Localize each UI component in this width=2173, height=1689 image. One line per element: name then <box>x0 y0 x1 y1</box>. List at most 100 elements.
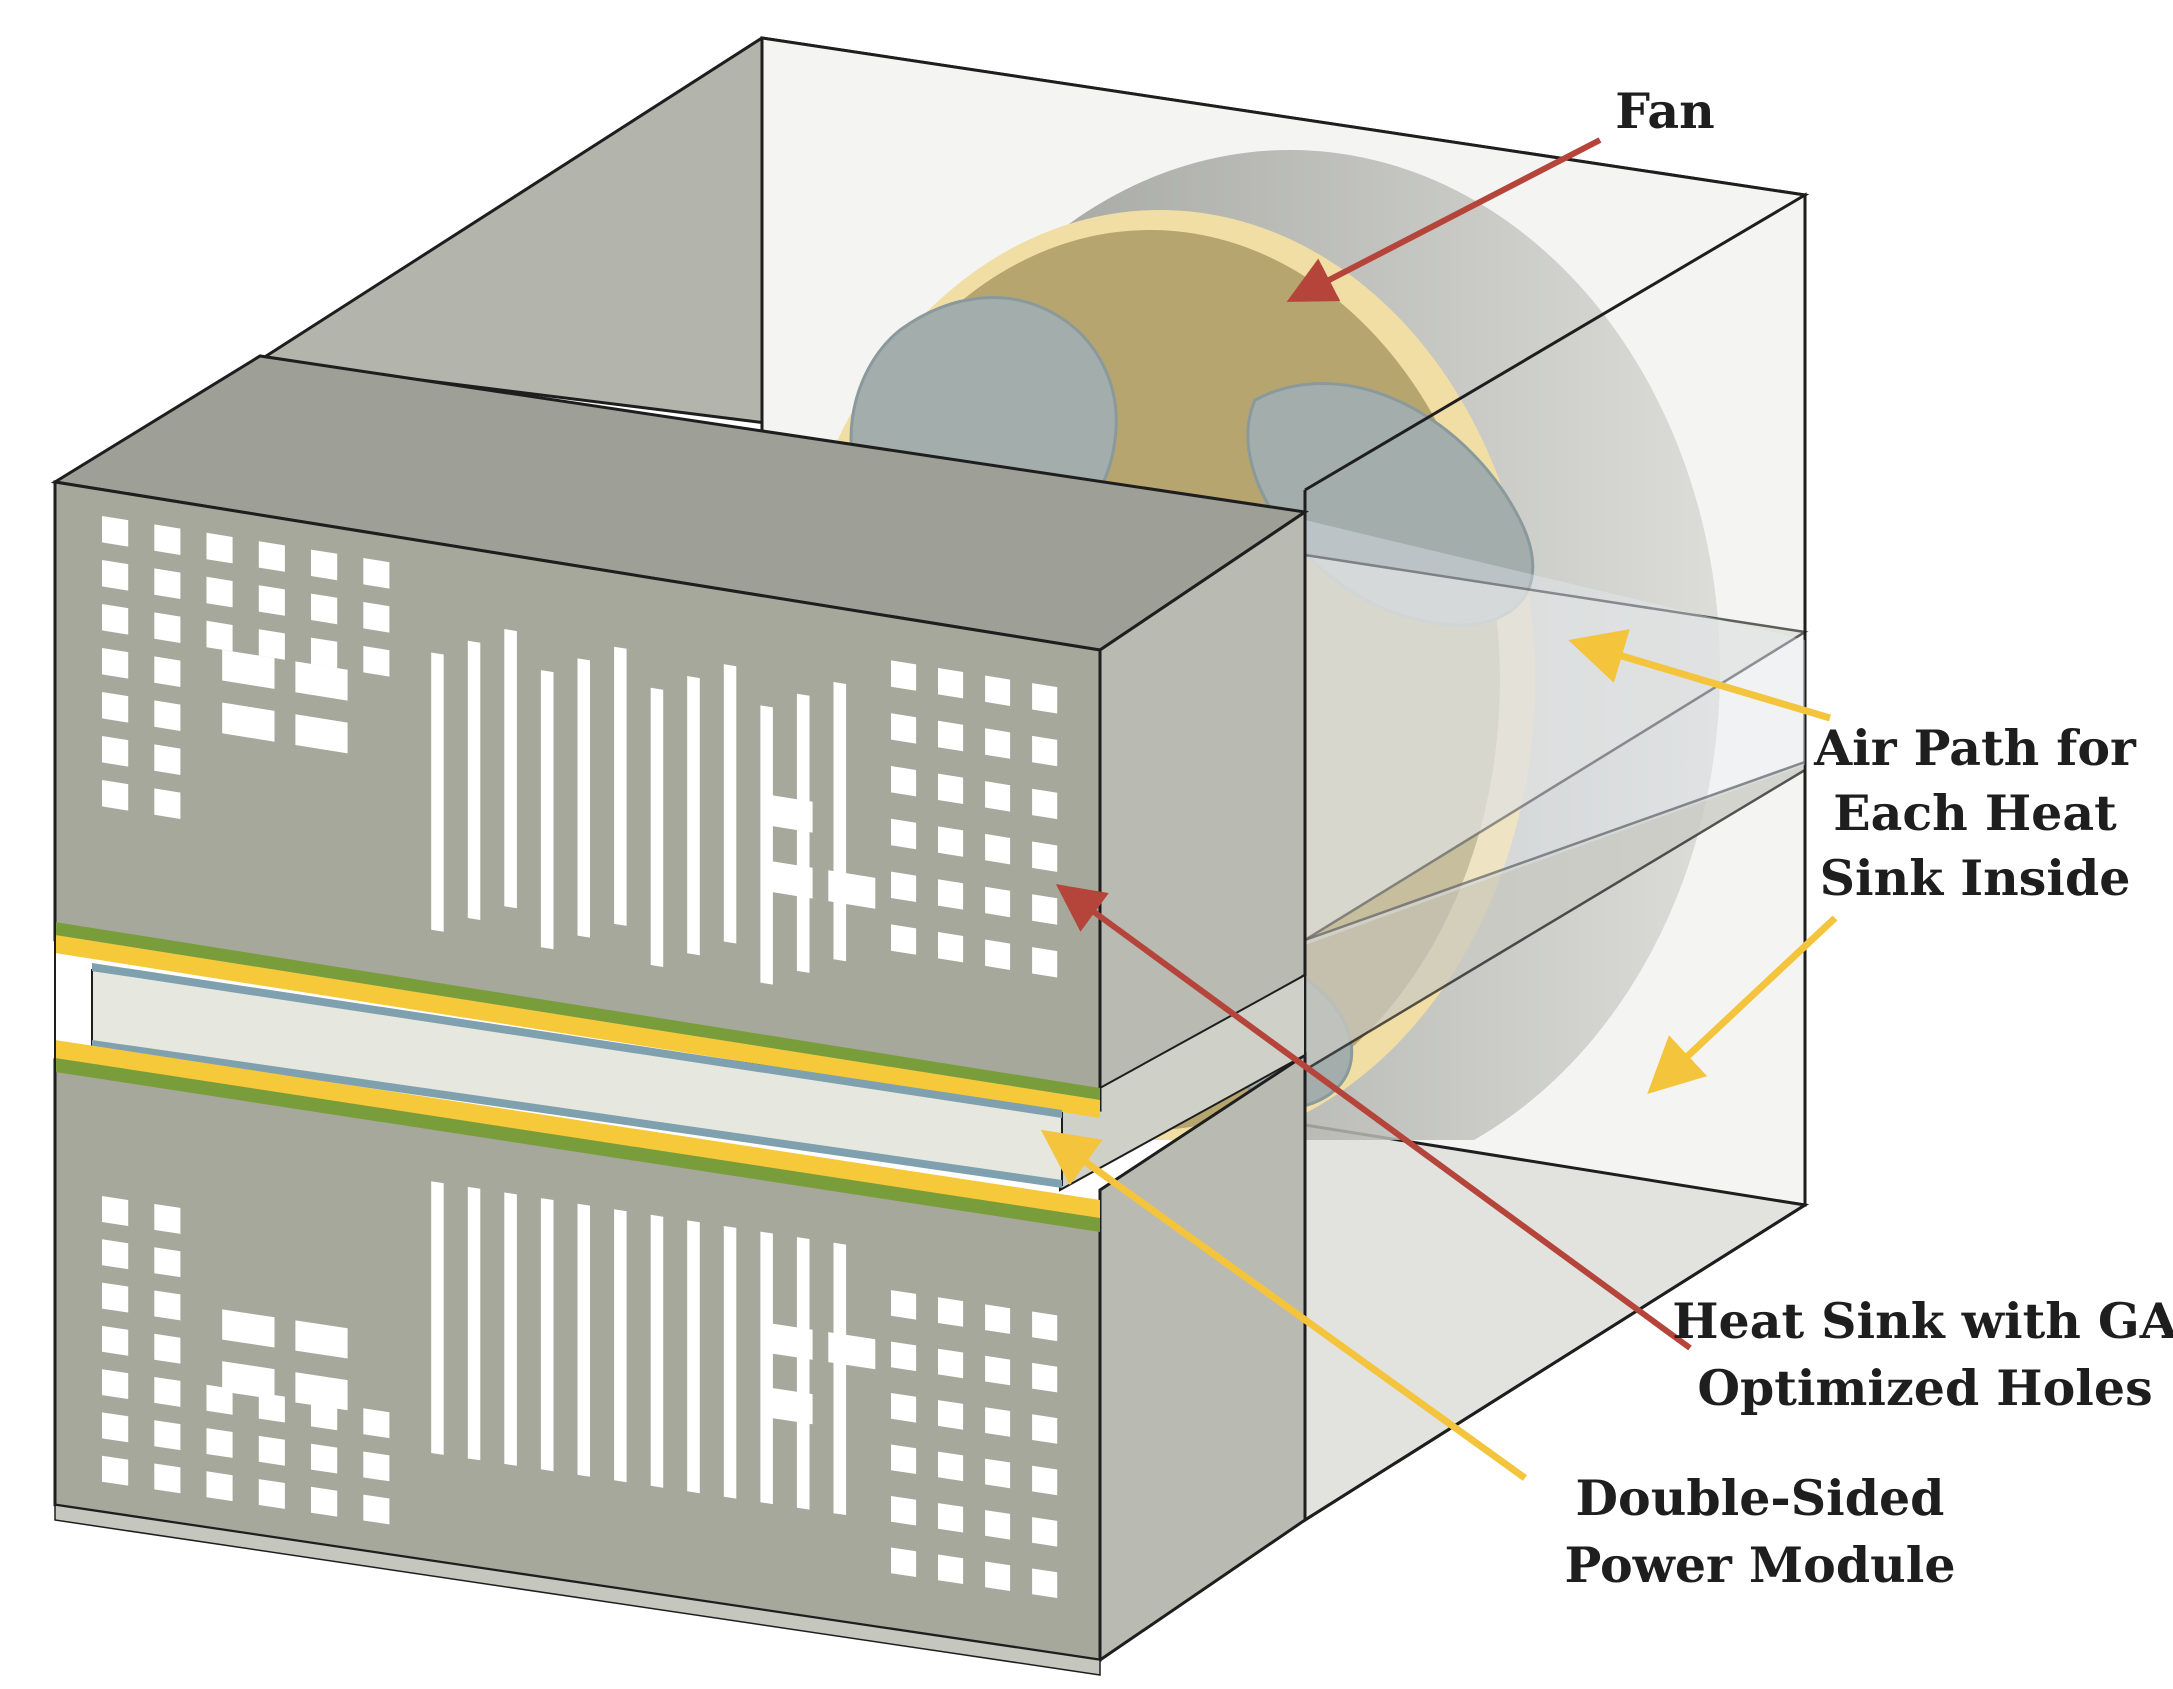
heat-sink-hole <box>154 744 181 775</box>
fan-arrow <box>1286 137 1602 302</box>
upper-substrate-yellow <box>55 935 1100 1118</box>
housing-front-edge <box>1304 192 1807 1522</box>
lower-heat-sink-base <box>54 1504 1101 1676</box>
upper-heat-sink-holes <box>102 516 1058 985</box>
heat-sink-hole <box>258 541 285 572</box>
heat-sink-hole <box>431 1181 444 1455</box>
air-path-label-line-2: Each Heat <box>1833 784 2117 842</box>
heat-sink-hole <box>222 702 275 742</box>
heat-sink-hole <box>311 637 338 669</box>
heat-sink-hole <box>102 516 129 547</box>
heat-sink-hole <box>985 728 1011 759</box>
heat-sink-hole <box>796 693 810 973</box>
heat-sink-hole <box>222 1309 275 1348</box>
heat-sink-hole <box>154 1420 181 1451</box>
heat-sink-hole <box>985 833 1011 865</box>
lower-substrate-green <box>55 1058 1100 1232</box>
heat-sink-label-line-2: Optimized Holes <box>1697 1359 2152 1417</box>
heat-sink-hole <box>311 1443 338 1474</box>
heat-sink-hole <box>938 1451 964 1482</box>
heat-sink-hole <box>891 818 917 850</box>
upper-substrate-blue <box>92 963 1062 1118</box>
heat-sink-hole <box>577 658 590 938</box>
heat-sink-hole <box>363 646 390 677</box>
heat-sink-hole <box>985 1355 1011 1386</box>
heat-sink-hole <box>258 1435 285 1466</box>
heat-sink-hole <box>295 1320 348 1359</box>
heat-sink-hole <box>614 646 627 926</box>
heat-sink-hole <box>1032 947 1058 978</box>
heat-sink-hole <box>1032 841 1058 872</box>
heat-sink-hole <box>258 1479 285 1509</box>
heat-sink-hole <box>154 568 181 599</box>
heat-sink-hole <box>938 826 964 857</box>
heat-sink-stack <box>50 354 1310 1676</box>
lower-substrate-blue <box>92 1040 1062 1188</box>
heat-sink-hole <box>891 871 917 902</box>
heat-sink-hole <box>1032 735 1058 767</box>
heat-sink-hole <box>1032 1517 1058 1547</box>
heat-sink-hole <box>222 1361 275 1400</box>
heat-sink-hole <box>891 1496 917 1526</box>
heat-sink-hole <box>765 1322 813 1360</box>
labels: Fan Air Path for Each Heat Sink Inside H… <box>1564 82 2173 1594</box>
heat-sink-hole <box>102 560 129 591</box>
heat-sink-hole <box>102 1325 129 1356</box>
heat-sink-hole <box>938 1554 964 1584</box>
heat-sink-hole <box>1032 788 1058 820</box>
heat-sink-hole <box>760 1231 773 1505</box>
heat-sink-hole <box>154 1333 181 1364</box>
heat-sink-hole <box>1032 1362 1058 1393</box>
heat-sink-hole <box>985 1458 1011 1489</box>
power-module-arrow <box>1040 1129 1528 1481</box>
heat-sink-hole <box>102 1412 129 1443</box>
heat-sink-hole <box>295 1372 348 1411</box>
heat-sink-hole <box>206 1428 233 1458</box>
heat-sink-hole <box>938 720 964 752</box>
heat-sink-hole <box>258 585 285 616</box>
heat-sink-hole <box>650 1214 664 1488</box>
heat-sink-hole <box>102 692 129 723</box>
heat-sink-hole <box>311 593 338 625</box>
lower-substrate-yellow <box>55 1040 1100 1220</box>
heat-sink-hole <box>938 1503 964 1533</box>
heat-sink-hole <box>765 860 813 899</box>
air-path-window <box>1305 520 1805 945</box>
heat-sink-hole <box>765 1387 813 1425</box>
heat-sink-hole <box>1032 1465 1058 1496</box>
heat-sink-hole <box>1032 1568 1058 1598</box>
heat-sink-hole <box>363 1494 390 1525</box>
air-path-label-line-3: Sink Inside <box>1820 849 2131 907</box>
heat-sink-hole <box>891 1290 917 1320</box>
heat-sink-hole <box>206 620 233 652</box>
heat-sink-hole <box>154 1290 181 1321</box>
heat-sink-hole <box>206 576 233 608</box>
heat-sink-hole <box>154 612 181 643</box>
air-path-dividers <box>1303 520 1809 1073</box>
fan-label: Fan <box>1615 82 1714 140</box>
heat-sink-hole <box>985 1510 1011 1540</box>
heat-sink-hole <box>938 1400 964 1430</box>
power-module-label-line-1: Double-Sided <box>1576 1469 1945 1527</box>
heat-sink-hole <box>650 687 664 967</box>
heat-sink-hole <box>985 886 1011 918</box>
heat-sink-hole <box>102 1282 129 1313</box>
heat-sink-hole <box>985 1407 1011 1437</box>
callout-arrows <box>1040 137 1838 1481</box>
heat-sink-hole <box>687 1220 700 1494</box>
heat-sink-hole <box>467 640 481 920</box>
heat-sink-hole <box>985 675 1011 706</box>
heat-sink-hole <box>154 524 181 555</box>
heat-sink-hole <box>258 629 285 660</box>
heat-sink-hole <box>577 1203 590 1477</box>
heat-sink-hole <box>102 648 129 679</box>
heat-sink-hole <box>796 1237 810 1510</box>
heat-sink-hole <box>154 1247 181 1278</box>
heat-sink-hole <box>891 1547 917 1577</box>
heat-sink-hole <box>938 932 964 963</box>
heat-sink-hole <box>540 670 554 950</box>
heat-sink-hole <box>363 558 390 589</box>
heat-sink-hole <box>833 1242 847 1515</box>
heat-sink-label-line-1: Heat Sink with GA <box>1672 1292 2173 1350</box>
